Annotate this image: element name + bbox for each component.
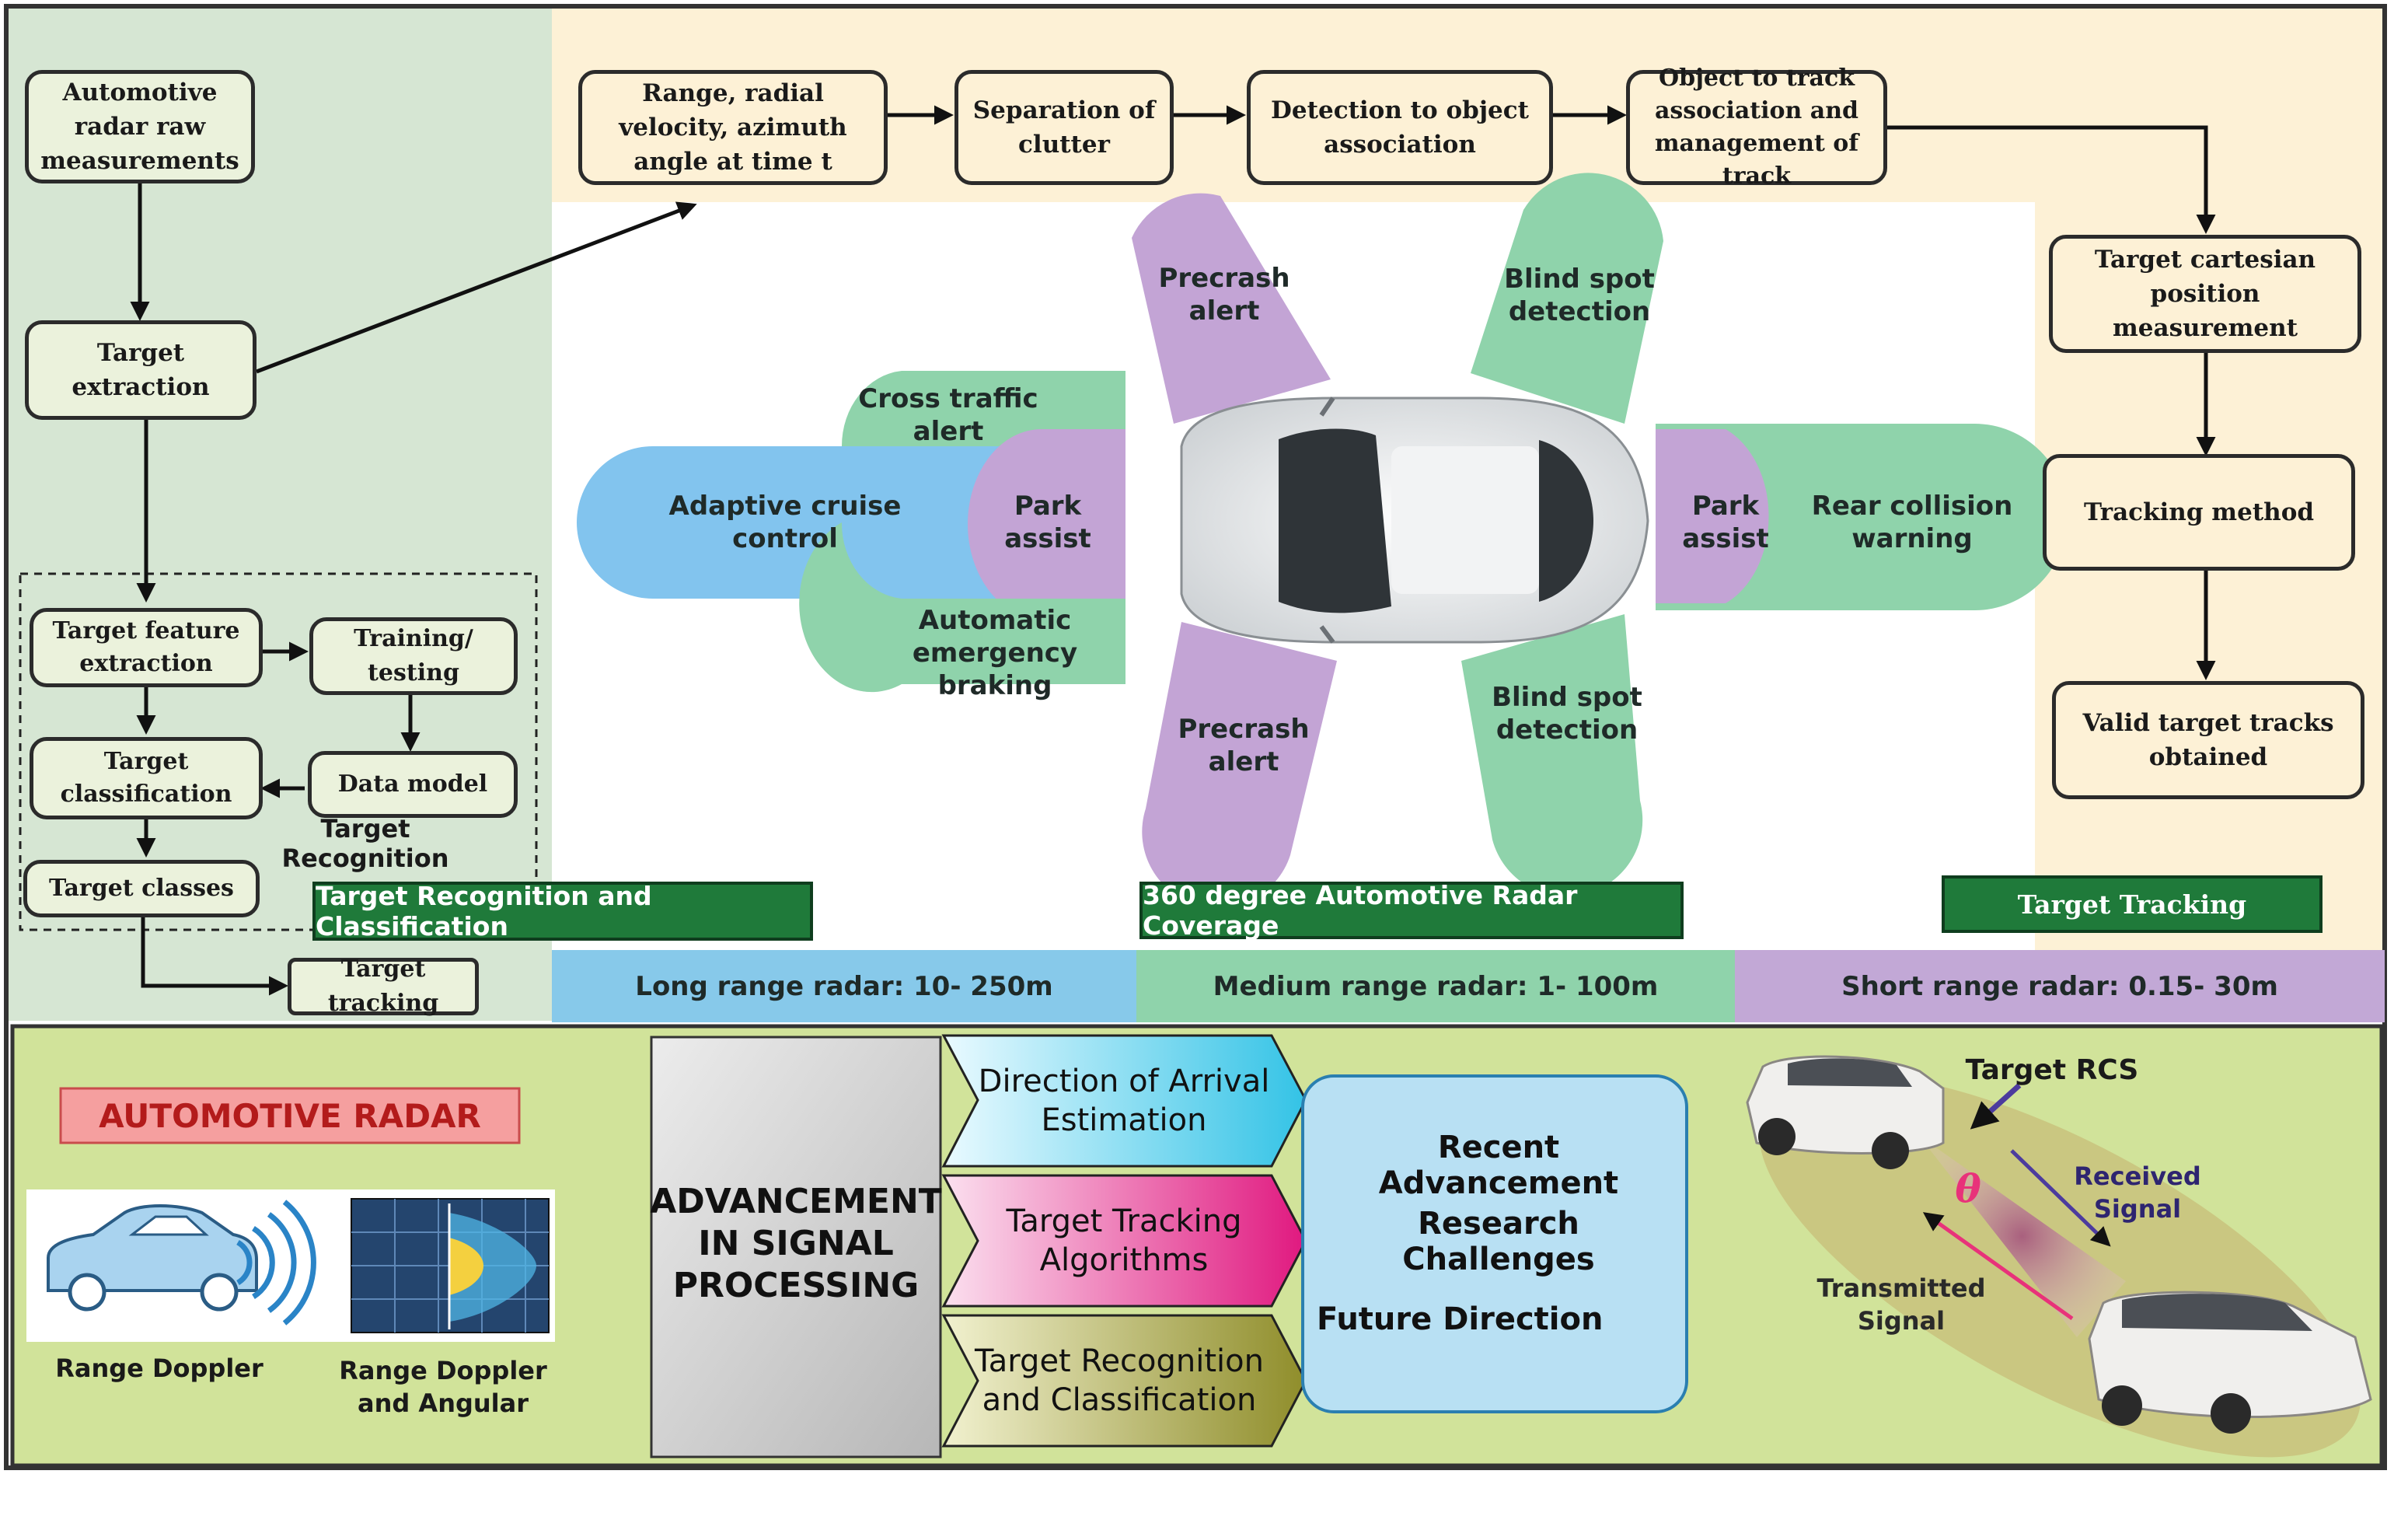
tracking-algorithms-label: Target Tracking Algorithms bbox=[1006, 1203, 1242, 1278]
car-top-view-icon bbox=[1180, 396, 1649, 644]
research-challenges-label: Research Challenges bbox=[1402, 1206, 1595, 1277]
front-park-assist-zone bbox=[968, 429, 1125, 619]
recognition-dashed-box bbox=[19, 572, 538, 931]
automatic-braking-label: Automatic emergency braking bbox=[912, 605, 1078, 701]
transmitted-signal-label: Transmitted Signal bbox=[1816, 1273, 1986, 1336]
tracking-algorithms-arrow-shape bbox=[941, 1174, 1307, 1308]
received-signal-label: Received Signal bbox=[2074, 1161, 2201, 1224]
blind-spot-rear-label: Blind spot detection bbox=[1492, 682, 1642, 746]
radar-waves-icon bbox=[236, 1200, 316, 1326]
short-range-bar bbox=[1735, 950, 2385, 1022]
park-assist-rear-label: Park assist bbox=[1682, 491, 1769, 554]
coverage-360-title: 360 degree Automotive Radar Coverage bbox=[1139, 880, 1684, 941]
arrow-track-to-cartesian bbox=[1887, 125, 2216, 234]
target-rcs-arrow bbox=[1970, 1083, 2022, 1130]
object-track-box: Object to track association and manageme… bbox=[1626, 65, 1887, 190]
front-blind-spot-zone bbox=[1471, 173, 1663, 424]
doa-label: Direction of Arrival Estimation bbox=[978, 1064, 1270, 1138]
detection-association-box: Detection to object association bbox=[1247, 70, 1553, 185]
range-doppler-angular-label: Range Doppler and Angular bbox=[339, 1356, 547, 1418]
recent-advancement-label: Recent Advancement bbox=[1378, 1130, 1619, 1201]
valid-tracks-box: Valid target tracks obtained bbox=[2052, 681, 2364, 799]
adaptive-cruise-label: Adaptive cruise control bbox=[668, 491, 902, 554]
recognition-classification-title: Target Recognition and Classification bbox=[312, 881, 813, 941]
long-range-bar bbox=[552, 950, 1136, 1022]
rear-precrash-zone bbox=[1142, 622, 1337, 908]
target-classification-box: Target classification bbox=[30, 737, 263, 819]
future-direction-label: Future Direction bbox=[1317, 1301, 1604, 1337]
medium-range-bar bbox=[1136, 950, 1735, 1022]
target-tracking-box: Target tracking bbox=[288, 955, 479, 1017]
arrow-extraction-to-tracking bbox=[256, 201, 697, 374]
automotive-radar-label-box bbox=[59, 1087, 521, 1144]
advancement-label: ADVANCEMENT IN SIGNAL PROCESSING bbox=[650, 1182, 942, 1305]
doa-arrow-shape bbox=[941, 1034, 1307, 1168]
automotive-radar-label: AUTOMOTIVE RADAR bbox=[99, 1096, 481, 1135]
car-icon bbox=[47, 1204, 258, 1312]
tracking-method-box: Tracking method bbox=[2043, 454, 2355, 571]
medium-range-label: Medium range radar: 1- 100m bbox=[1213, 970, 1659, 1002]
target-recognition-label: Target Recognition bbox=[281, 814, 449, 873]
data-model-box: Data model bbox=[308, 751, 518, 818]
research-box bbox=[1301, 1074, 1688, 1413]
blind-spot-front-label: Blind spot detection bbox=[1504, 264, 1655, 327]
cartesian-position-box: Target cartesian position measurement bbox=[2049, 235, 2361, 353]
suv-icon bbox=[1746, 1055, 1945, 1169]
recognition-classification-label: Target Recognition and Classification bbox=[974, 1343, 1264, 1418]
front-precrash-zone bbox=[1132, 193, 1331, 424]
rear-blind-spot-zone bbox=[1461, 614, 1643, 897]
long-range-label: Long range radar: 10- 250m bbox=[635, 970, 1053, 1002]
target-tracking-title: Target Tracking bbox=[1942, 875, 2322, 933]
advancement-box bbox=[650, 1036, 942, 1458]
outer-frame bbox=[4, 4, 2387, 1470]
arrow-classes-to-tracking bbox=[141, 916, 288, 996]
suv-icon bbox=[2088, 1291, 2372, 1434]
training-testing-box: Training/ testing bbox=[309, 617, 518, 695]
range-doppler-label: Range Doppler bbox=[55, 1354, 263, 1383]
target-rcs-label: Target RCS bbox=[1965, 1053, 2139, 1086]
precrash-front-label: Precrash alert bbox=[1158, 263, 1290, 327]
radar-display-icon bbox=[351, 1198, 550, 1333]
raw-measurements-box: Automotive radar raw measurements bbox=[25, 70, 255, 183]
rear-collision-label: Rear collision warning bbox=[1811, 491, 2013, 554]
target-classes-box: Target classes bbox=[23, 860, 260, 917]
received-signal-arrow bbox=[2010, 1149, 2111, 1247]
target-extraction-box: Target extraction bbox=[25, 320, 257, 420]
rear-park-assist-zone bbox=[1656, 429, 1769, 603]
separation-clutter-box: Separation of clutter bbox=[954, 70, 1174, 185]
braking-zone bbox=[799, 522, 1125, 693]
park-assist-front-label: Park assist bbox=[1004, 491, 1091, 554]
theta-label: θ bbox=[1955, 1165, 1981, 1211]
range-velocity-box: Range, radial velocity, azimuth angle at… bbox=[578, 70, 888, 185]
feature-extraction-box: Target feature extraction bbox=[30, 608, 263, 687]
precrash-rear-label: Precrash alert bbox=[1178, 714, 1310, 777]
recognition-arrow-shape bbox=[941, 1314, 1307, 1448]
front-green-zone-top bbox=[841, 371, 1125, 446]
cross-traffic-label: Cross traffic alert bbox=[858, 383, 1038, 447]
transmitted-signal-arrow bbox=[1922, 1212, 2074, 1321]
short-range-label: Short range radar: 0.15- 30m bbox=[1841, 970, 2278, 1002]
